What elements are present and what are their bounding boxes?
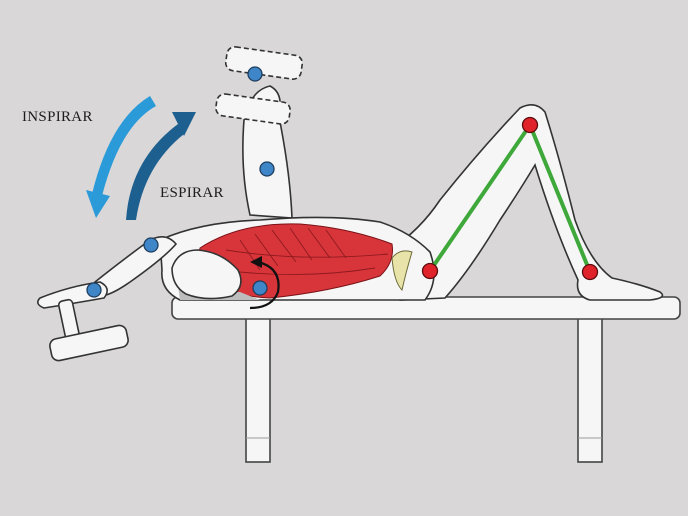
leg-lines (428, 123, 592, 274)
legs (389, 104, 664, 301)
bench (171, 296, 681, 463)
joint-ankle (581, 263, 599, 281)
thigh-shin (389, 104, 664, 301)
bench-leg-right (577, 315, 603, 463)
head (171, 249, 242, 300)
joint-elbow-lower (143, 237, 159, 253)
joints-blue (86, 66, 275, 298)
inhale-label: INSPIRAR (22, 109, 93, 125)
joints-red (421, 116, 599, 281)
hip-bone (391, 250, 413, 291)
dumbbell-lower (49, 298, 129, 362)
joint-elbow-upper (259, 161, 275, 177)
dumbbell-upper (215, 46, 304, 125)
rotation-arrow-icon (249, 256, 280, 310)
joint-wrist (86, 282, 102, 298)
exhale-label: ESPIRAR (160, 185, 224, 201)
forearm (94, 236, 178, 297)
joint-hip (421, 262, 439, 280)
arrow-down-curved-icon (86, 96, 156, 218)
bench-leg-left (245, 315, 271, 463)
joint-shoulder (252, 280, 268, 296)
joint-dumbbell-upper (247, 66, 263, 82)
joint-knee (521, 116, 539, 134)
arrow-up-curved-icon (126, 112, 196, 220)
